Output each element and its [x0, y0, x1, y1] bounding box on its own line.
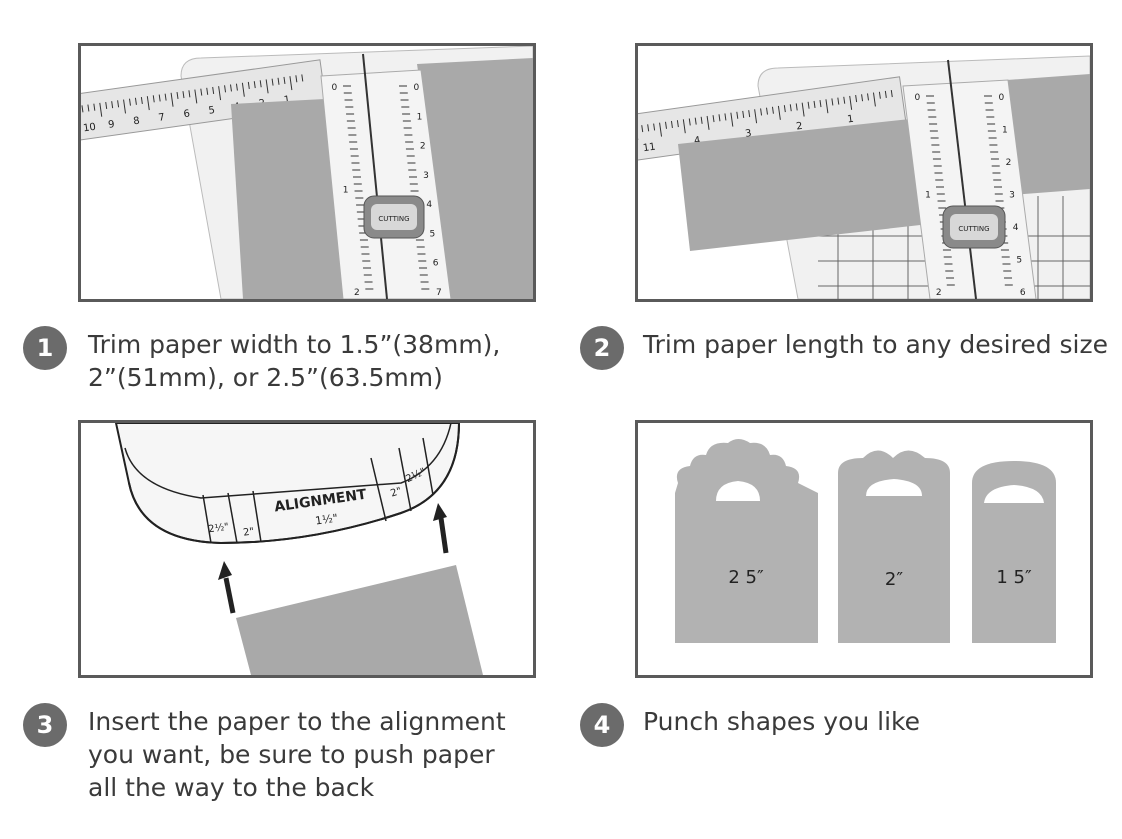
ruler-tick-label: 4 — [693, 135, 701, 147]
ruler-tick-label: 0 — [998, 93, 1004, 103]
ruler-tick-label: 3 — [1009, 191, 1015, 201]
ruler-tick-label: 9 — [108, 119, 116, 131]
ruler-tick-label: 1 — [343, 186, 349, 196]
step-4-caption: Punch shapes you like — [643, 707, 921, 736]
paper-strip — [236, 565, 483, 675]
ruler-tick-label: 10 — [82, 122, 96, 135]
step-2-illustration: 11 4 3 2 1 0 1 2 0 1 2 3 4 5 6 CUTTING — [635, 43, 1093, 302]
tag-1-5: 1 5″ — [972, 461, 1056, 643]
left-size-1: 2½" — [208, 521, 230, 536]
ruler-tick-label: 4 — [426, 200, 432, 210]
cutter-label: CUTTING — [378, 215, 409, 223]
tag-2: 2″ — [838, 450, 950, 643]
tag-label: 2 5″ — [728, 567, 764, 588]
ruler-tick-label: 2 — [796, 121, 804, 133]
ruler-tick-label: 1 — [417, 112, 423, 122]
left-size-2: 2" — [242, 526, 254, 538]
ruler-tick-label: 3 — [423, 171, 429, 181]
step-3-illustration: ALIGNMENT 1½" 2½" 2" 2" 2½" — [78, 420, 536, 678]
ruler-tick-label: 1 — [1002, 126, 1008, 136]
step-4-illustration: 2 5″ 2″ 1 5″ — [635, 420, 1093, 678]
ruler-tick-label: 5 — [208, 105, 216, 117]
ruler-tick-label: 2 — [1006, 158, 1012, 168]
ruler-tick-label: 0 — [914, 93, 920, 103]
ruler-tick-label: 6 — [1020, 288, 1026, 298]
ruler-tick-label: 8 — [133, 116, 141, 128]
step-2-badge: 2 — [580, 326, 624, 370]
ruler-tick-label: 2 — [420, 142, 426, 152]
center-size-label: 1½" — [314, 512, 338, 528]
ruler-tick-label: 1 — [925, 191, 931, 201]
tag-2-5: 2 5″ — [675, 439, 818, 643]
ruler-tick-label: 1 — [847, 114, 855, 126]
ruler-tick-label: 5 — [430, 229, 436, 239]
cutter-slider: CUTTING — [942, 205, 1006, 249]
step-1-caption: Trim paper width to 1.5”(38mm), 2”(51mm)… — [88, 330, 501, 392]
right-size-1: 2" — [389, 486, 403, 500]
ruler-tick-label: 0 — [331, 83, 337, 93]
tag-label: 1 5″ — [996, 567, 1032, 588]
ruler-tick-label: 1 — [283, 94, 291, 106]
cutter-label: CUTTING — [958, 225, 989, 233]
tag-label: 2″ — [885, 569, 903, 590]
ruler-tick-label: 3 — [744, 128, 752, 140]
cutter-slider: CUTTING — [363, 195, 425, 239]
ruler-tick-label: 11 — [642, 142, 656, 155]
insert-arrow-icon — [218, 561, 236, 614]
step-2-caption: Trim paper length to any desired size — [643, 330, 1108, 359]
step-3-caption: Insert the paper to the alignment you wa… — [88, 707, 506, 802]
ruler-tick-label: 0 — [413, 83, 419, 93]
ruler-tick-label: 6 — [183, 108, 191, 120]
step-1-badge: 1 — [23, 326, 67, 370]
step-3-badge: 3 — [23, 703, 67, 747]
ruler-tick-label: 6 — [433, 259, 439, 269]
ruler-tick-label: 7 — [158, 112, 166, 124]
ruler-tick-label: 2 — [354, 288, 360, 298]
step-4-badge: 4 — [580, 703, 624, 747]
insert-arrow-icon — [433, 503, 449, 554]
ruler-tick-label: 5 — [1016, 256, 1022, 266]
ruler-tick-label: 4 — [1013, 223, 1019, 233]
ruler-tick-label: 7 — [436, 288, 442, 298]
ruler-tick-label: 2 — [936, 288, 942, 298]
